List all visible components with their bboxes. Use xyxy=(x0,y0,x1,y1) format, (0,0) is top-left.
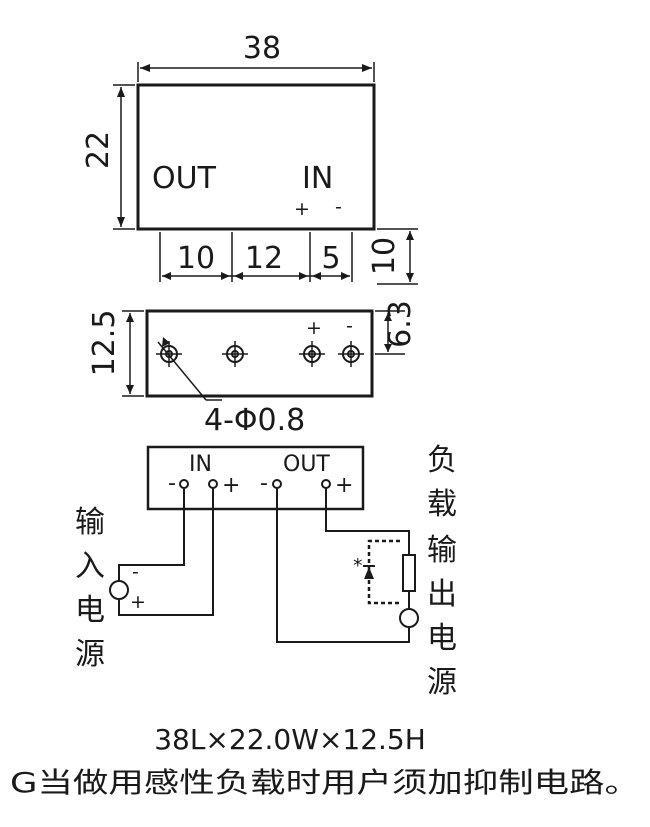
side-view: 12.5 6.3 xyxy=(87,300,418,438)
height-dim-value: 22 xyxy=(81,131,116,169)
input-source-char: 源 xyxy=(75,637,105,672)
mounting-hole-2 xyxy=(222,341,248,367)
side-height-dim-value: 12.5 xyxy=(87,310,122,377)
side-offset-dim-value: 6.3 xyxy=(383,300,418,348)
input-source-label: 输 入 电 源 xyxy=(75,505,105,672)
input-source-minus: - xyxy=(132,561,139,583)
inductive-load-note: G当做用感性负载时用户须加抑制电路。 xyxy=(10,766,640,799)
pin-spacing-12: 12 xyxy=(245,241,283,276)
hole-spec-label: 4-Φ0.8 xyxy=(204,403,305,438)
side-view-body xyxy=(145,309,374,398)
wiring-diagram: IN OUT - + - + - + 输 入 电 源 * xyxy=(75,443,457,700)
input-source-char: 入 xyxy=(75,549,105,584)
input-source-plus: + xyxy=(130,591,146,613)
output-source-symbol xyxy=(399,608,419,628)
load-resistor xyxy=(402,554,416,592)
out-label: OUT xyxy=(152,161,217,196)
terminal-out-minus-mark: - xyxy=(260,471,268,496)
pin-offset-dim-value: 10 xyxy=(367,237,402,275)
load-output-char: 负 xyxy=(427,443,457,478)
output-minus-wire xyxy=(276,488,410,643)
terminal-in-plus xyxy=(208,479,218,489)
terminal-in-minus-mark: - xyxy=(168,471,176,496)
package-size-line: 38L×22.0W×12.5H xyxy=(154,723,426,756)
in-minus-mark: - xyxy=(335,196,342,218)
input-plus-wire xyxy=(118,488,214,616)
top-view-body xyxy=(136,83,376,231)
top-view: 38 22 OUT IN + - 10 12 5 10 xyxy=(81,31,418,285)
side-plus-mark: + xyxy=(306,317,322,339)
in-plus-mark: + xyxy=(294,198,310,220)
terminal-out-plus xyxy=(321,479,331,489)
input-minus-wire xyxy=(118,488,185,582)
relay-module-box xyxy=(146,445,365,511)
terminal-in-minus xyxy=(179,479,189,489)
in-label: IN xyxy=(302,161,333,196)
input-source-char: 输 xyxy=(75,505,105,540)
load-output-char: 出 xyxy=(427,577,457,612)
load-output-char: 电 xyxy=(427,621,457,656)
load-output-char: 源 xyxy=(427,665,457,700)
width-dim-value: 38 xyxy=(243,31,281,66)
output-plus-wire xyxy=(325,488,410,555)
suppression-circuit-dashed xyxy=(367,539,400,605)
mounting-hole-1 xyxy=(156,341,182,367)
suppression-note-star: * xyxy=(353,555,363,577)
hole-leader-line xyxy=(157,341,207,401)
terminal-in-plus-mark: + xyxy=(222,473,240,498)
input-source-char: 电 xyxy=(75,593,105,628)
pin-spacing-5: 5 xyxy=(321,241,340,276)
terminal-out-minus xyxy=(272,479,282,489)
wiring-in-label: IN xyxy=(189,452,212,477)
input-source-symbol xyxy=(109,580,129,600)
pin-spacing-10: 10 xyxy=(177,241,215,276)
mounting-hole-3 xyxy=(299,341,325,367)
suppression-diode-symbol xyxy=(364,567,374,579)
terminal-out-plus-mark: + xyxy=(335,473,353,498)
load-output-source-label: 负 载 输 出 电 源 xyxy=(427,443,457,700)
mounting-hole-4 xyxy=(338,341,364,367)
load-output-char: 输 xyxy=(427,533,457,568)
load-output-char: 载 xyxy=(427,487,457,522)
wiring-out-label: OUT xyxy=(283,452,330,477)
side-minus-mark: - xyxy=(346,315,353,337)
